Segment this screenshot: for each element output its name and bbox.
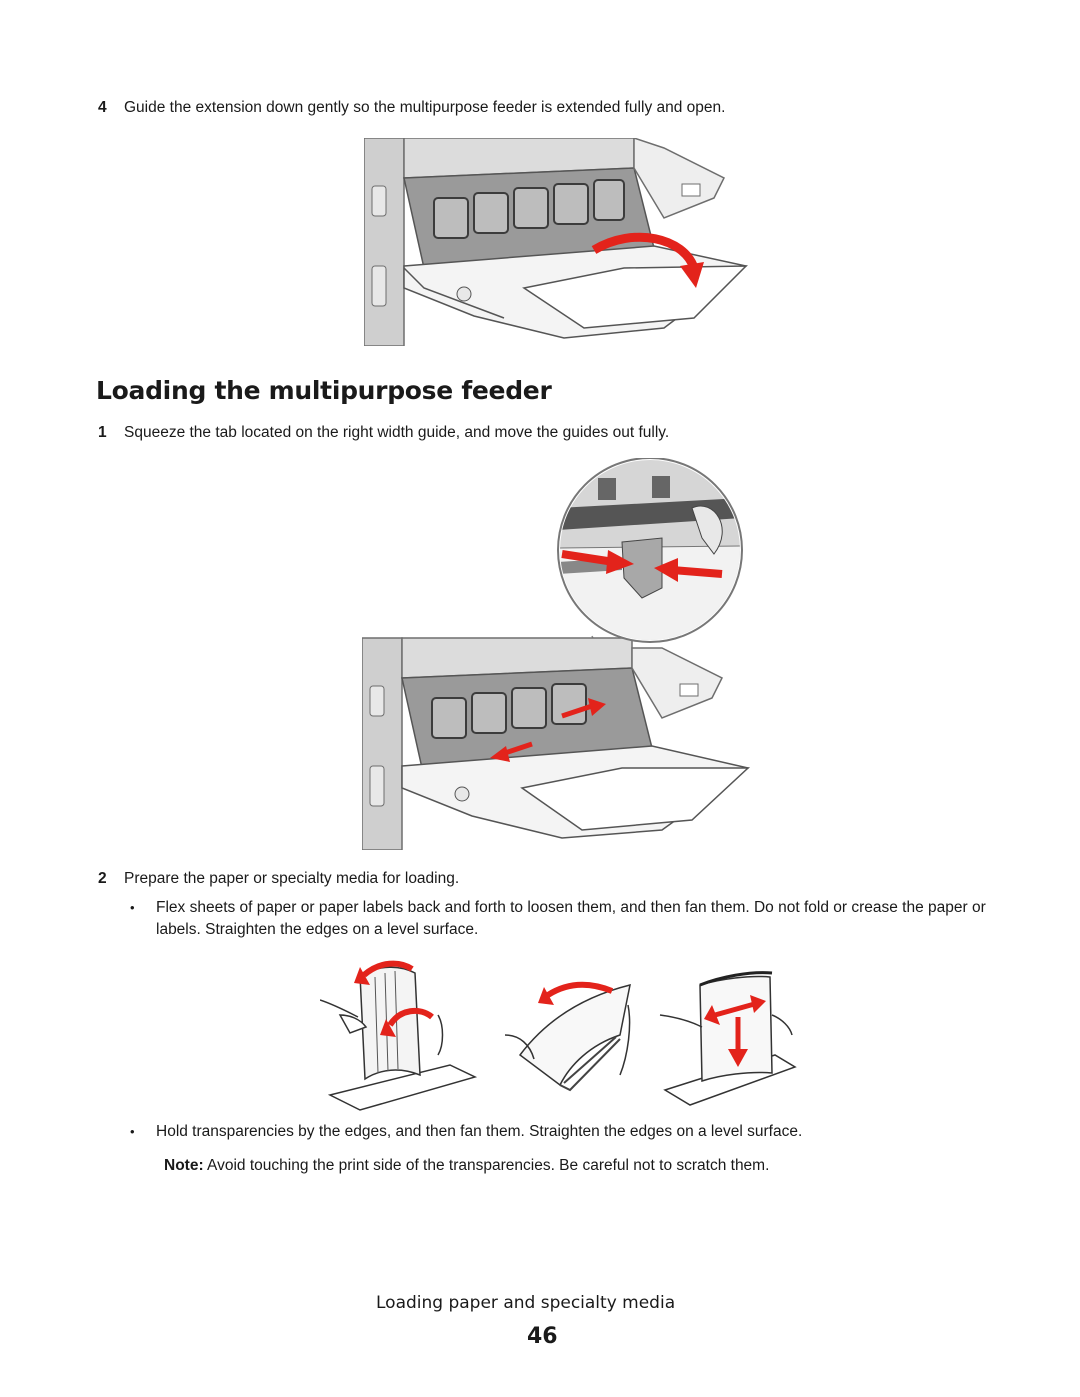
bullet-text: Hold transparencies by the edges, and th… [156, 1123, 803, 1140]
width-guide-figure [362, 458, 762, 850]
bullet-item: • Hold transparencies by the edges, and … [130, 1121, 1000, 1145]
step-text: Guide the extension down gently so the m… [124, 99, 726, 116]
step-1: 1 Squeeze the tab located on the right w… [98, 423, 898, 445]
step-4: 4 Guide the extension down gently so the… [98, 98, 898, 120]
bullet-item: • Flex sheets of paper or paper labels b… [130, 897, 1000, 945]
section-heading: Loading the multipurpose feeder [96, 376, 552, 405]
feeder-extension-figure [364, 138, 752, 346]
footer-chapter-title: Loading paper and specialty media [376, 1293, 676, 1313]
note: Note: Avoid touching the print side of t… [164, 1157, 769, 1175]
step-number: 2 [98, 870, 107, 887]
bullet-symbol: • [130, 900, 135, 915]
step-number: 4 [98, 99, 107, 116]
step-2: 2 Prepare the paper or specialty media f… [98, 869, 898, 891]
page-number: 46 [527, 1324, 558, 1349]
note-label: Note: [164, 1157, 204, 1174]
step-text: Prepare the paper or specialty media for… [124, 870, 460, 887]
note-text: Avoid touching the print side of the tra… [203, 1157, 770, 1174]
bullet-text: Flex sheets of paper or paper labels bac… [156, 899, 986, 938]
step-text: Squeeze the tab located on the right wid… [124, 424, 670, 441]
paper-flex-figure [320, 955, 800, 1115]
bullet-symbol: • [130, 1124, 135, 1139]
step-number: 1 [98, 424, 107, 441]
